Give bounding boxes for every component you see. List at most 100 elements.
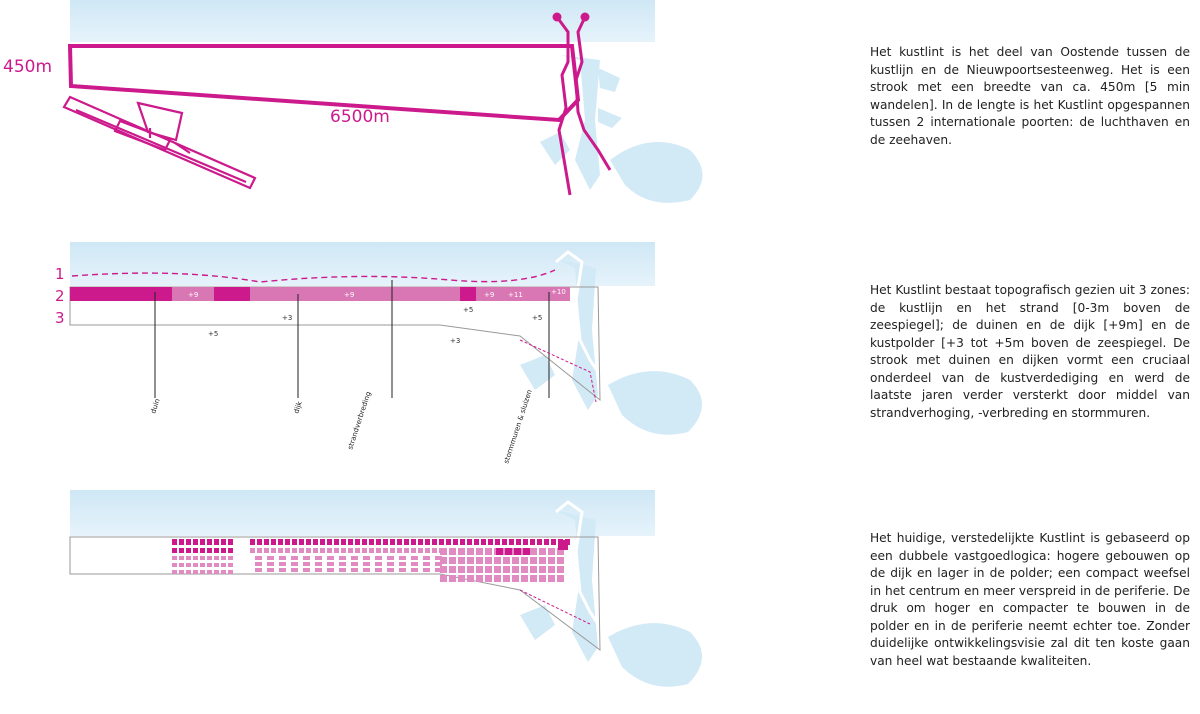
building-block — [411, 556, 418, 560]
length-label: 6500m — [330, 107, 390, 127]
building-block — [228, 570, 233, 574]
harbour-outline — [555, 250, 602, 376]
building-block — [267, 568, 274, 572]
callout-stormmuren: stormmuren & sluizen — [502, 389, 533, 465]
building-block — [327, 539, 332, 545]
building-block — [362, 539, 367, 545]
callout-labels: duin dijk strandverbreding stormmuren & … — [149, 389, 533, 465]
building-block — [512, 575, 519, 582]
building-block — [200, 548, 205, 553]
building-block — [432, 548, 437, 553]
building-block — [172, 548, 177, 553]
building-block — [539, 548, 546, 555]
building-block — [207, 548, 212, 553]
building-block — [440, 566, 447, 573]
building-block — [494, 557, 501, 564]
harbour-water — [520, 510, 703, 687]
building-block — [278, 548, 283, 553]
harbour-dashed-line — [519, 339, 597, 403]
building-block — [449, 548, 456, 555]
building-block — [423, 568, 430, 572]
panel-1: 450m 6500m — [3, 0, 703, 203]
elevation-labels: +9 +9 +9 +11 +10 +5 +5 +3 +5 +3 — [188, 288, 566, 345]
elev-label: +11 — [508, 291, 523, 299]
building-block — [327, 562, 334, 566]
callout-lines — [154, 280, 550, 398]
building-block — [548, 575, 555, 582]
kustlint-diagram: 450m 6500m +9 +9 +9 +11 — [3, 0, 703, 687]
building-block — [327, 548, 332, 553]
building-block — [279, 562, 286, 566]
building-block — [423, 556, 430, 560]
building-block — [383, 539, 388, 545]
building-block — [257, 539, 262, 545]
zone-2-label: 2 — [55, 287, 65, 305]
building-block — [315, 556, 322, 560]
building-block — [446, 539, 451, 545]
building-block — [285, 539, 290, 545]
building-block — [207, 563, 212, 567]
building-block — [530, 557, 537, 564]
panel-2: +9 +9 +9 +11 +10 +5 +5 +3 +5 +3 1 2 3 du… — [55, 242, 703, 465]
width-label: 450m — [3, 57, 52, 77]
building-block — [521, 566, 528, 573]
building-block — [172, 539, 177, 545]
building-block — [214, 539, 219, 545]
building-block — [320, 548, 325, 553]
building-block — [179, 570, 184, 574]
building-block — [383, 548, 388, 553]
building-block — [303, 568, 310, 572]
building-block — [387, 556, 394, 560]
building-block — [355, 548, 360, 553]
harbour-outline — [555, 500, 602, 628]
building-block — [467, 575, 474, 582]
building-block — [557, 548, 564, 555]
building-block — [397, 539, 402, 545]
building-block — [255, 562, 262, 566]
building-block — [186, 563, 191, 567]
building-block — [458, 548, 465, 555]
building-block — [530, 566, 537, 573]
building-block — [279, 556, 286, 560]
building-block — [390, 548, 395, 553]
building-block — [418, 548, 423, 553]
building-block — [355, 539, 360, 545]
building-block — [399, 568, 406, 572]
building-block — [179, 563, 184, 567]
building-block — [514, 548, 521, 555]
building-block — [432, 539, 437, 545]
building-block — [557, 557, 564, 564]
zone-1-label: 1 — [55, 265, 65, 283]
building-block — [334, 548, 339, 553]
building-block — [351, 556, 358, 560]
building-block — [334, 539, 339, 545]
building-block — [214, 563, 219, 567]
building-block — [435, 562, 442, 566]
building-block — [250, 548, 255, 553]
building-block — [523, 548, 530, 555]
building-block — [267, 562, 274, 566]
building-block — [200, 570, 205, 574]
building-block — [186, 539, 191, 545]
elev-label: +5 — [208, 330, 218, 338]
building-block — [474, 539, 479, 545]
building-block — [404, 539, 409, 545]
building-block — [411, 562, 418, 566]
building-block — [539, 566, 546, 573]
building-block — [521, 557, 528, 564]
building-block — [440, 548, 447, 555]
building-block — [207, 570, 212, 574]
building-block — [193, 563, 198, 567]
building-block — [551, 539, 556, 545]
building-block — [485, 566, 492, 573]
building-block — [221, 539, 226, 545]
building-block — [299, 539, 304, 545]
callout-duin: duin — [149, 398, 161, 415]
building-block — [172, 556, 177, 560]
building-block — [228, 556, 233, 560]
building-block — [397, 548, 402, 553]
building-block — [193, 548, 198, 553]
building-block — [362, 548, 367, 553]
building-block — [512, 557, 519, 564]
building-block — [285, 548, 290, 553]
